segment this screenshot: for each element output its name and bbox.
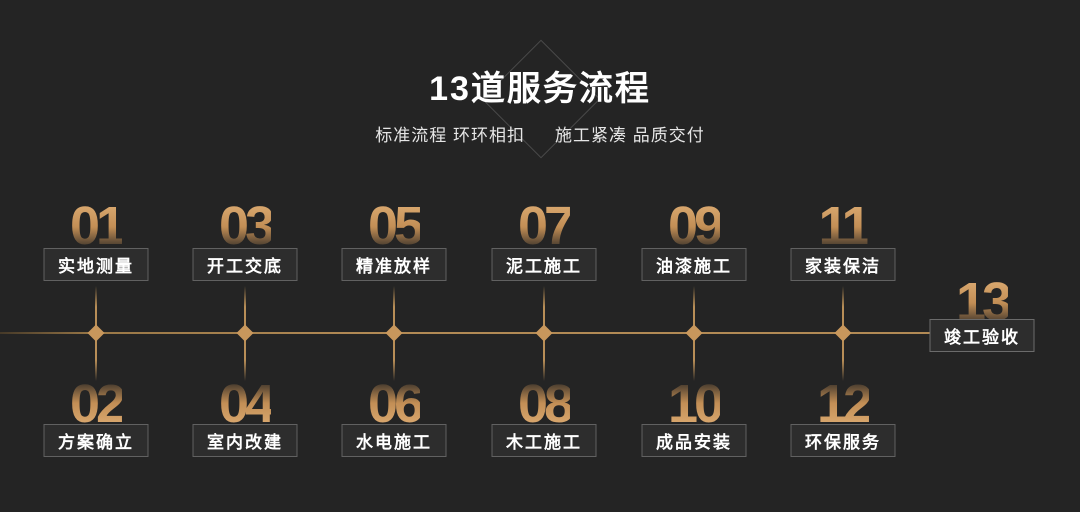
step-number-02: 02	[69, 374, 126, 434]
step-label-02: 方案确立	[43, 424, 149, 457]
step-number-12: 12	[816, 374, 873, 434]
step-number-03: 03	[218, 196, 275, 256]
step-number-10: 10	[667, 374, 724, 434]
step-label-03: 开工交底	[192, 248, 298, 281]
step-label-11: 家装保洁	[790, 248, 896, 281]
step-label-06: 水电施工	[341, 424, 447, 457]
step-label-13: 竣工验收	[929, 319, 1035, 352]
step-label-12: 环保服务	[790, 424, 896, 457]
subtitle-right: 施工紧凑 品质交付	[555, 126, 705, 145]
timeline-node-diamond	[87, 324, 105, 342]
step-number-07: 07	[517, 196, 574, 256]
subtitle-left: 标准流程 环环相扣	[375, 126, 525, 145]
page-subtitle: 标准流程 环环相扣 施工紧凑 品质交付	[0, 121, 1080, 146]
step-number-11: 11	[818, 196, 871, 256]
step-number-05: 05	[367, 196, 424, 256]
page-title: 13道服务流程	[429, 70, 651, 108]
timeline-node-diamond	[834, 324, 852, 342]
step-number-08: 08	[517, 374, 574, 434]
timeline-node-diamond	[685, 324, 703, 342]
step-label-07: 泥工施工	[491, 248, 597, 281]
timeline-line	[0, 332, 930, 334]
step-label-08: 木工施工	[491, 424, 597, 457]
timeline-node-diamond	[385, 324, 403, 342]
step-number-09: 09	[667, 196, 724, 256]
step-number-04: 04	[218, 374, 275, 434]
step-label-04: 室内改建	[192, 424, 298, 457]
step-label-05: 精准放样	[341, 248, 447, 281]
timeline-node-diamond	[236, 324, 254, 342]
step-label-09: 油漆施工	[641, 248, 747, 281]
timeline-node-diamond	[535, 324, 553, 342]
step-number-01: 01	[69, 196, 126, 256]
step-label-01: 实地测量	[43, 248, 149, 281]
step-label-10: 成品安装	[641, 424, 747, 457]
step-number-06: 06	[367, 374, 424, 434]
